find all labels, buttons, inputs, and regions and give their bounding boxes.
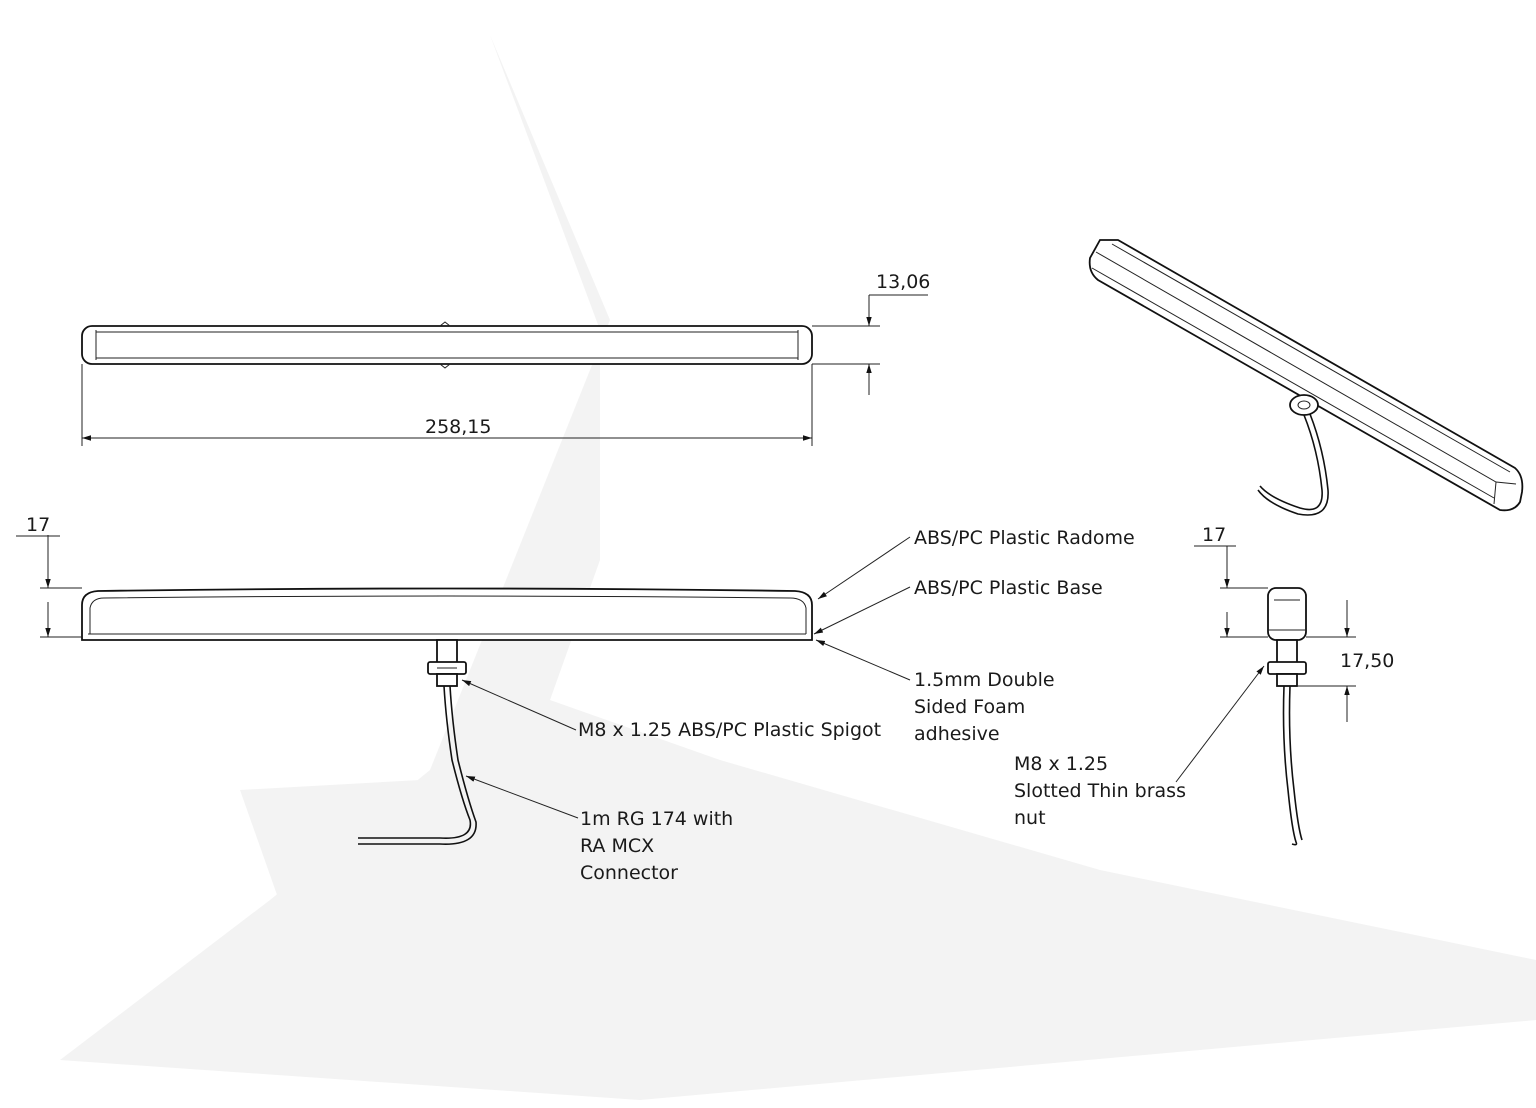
dimension-top-height (812, 294, 928, 395)
label-base: ABS/PC Plastic Base (914, 577, 1103, 599)
label-radome: ABS/PC Plastic Radome (914, 527, 1135, 549)
dimension-front-height (16, 535, 82, 638)
label-foam-line3: adhesive (914, 723, 1000, 745)
dimension-top-length (81, 364, 813, 446)
dim-front-height-label: 17 (26, 514, 50, 536)
front-view (81, 587, 813, 845)
dimension-side-height (1194, 545, 1268, 638)
label-cable-line1: 1m RG 174 with (580, 808, 733, 830)
dim-top-length-label: 258,15 (425, 416, 491, 438)
label-nut-line3: nut (1014, 807, 1046, 829)
dim-top-height-label: 13,06 (876, 271, 930, 293)
side-view (1267, 587, 1307, 846)
isometric-view (1088, 239, 1524, 516)
top-view (81, 321, 813, 369)
watermark-logo (60, 35, 1536, 1100)
dim-side-height-label: 17 (1202, 524, 1226, 546)
label-foam-line1: 1.5mm Double (914, 669, 1055, 691)
label-nut-line1: M8 x 1.25 (1014, 753, 1108, 775)
label-nut-line2: Slotted Thin brass (1014, 780, 1186, 802)
label-cable-line2: RA MCX (580, 835, 654, 857)
label-foam-line2: Sided Foam (914, 696, 1025, 718)
callout-leaders (461, 536, 1265, 819)
dim-side-stud-label: 17,50 (1340, 650, 1394, 672)
label-cable-line3: Connector (580, 862, 678, 884)
label-spigot: M8 x 1.25 ABS/PC Plastic Spigot (578, 719, 881, 741)
dimension-side-stud (1297, 600, 1356, 722)
